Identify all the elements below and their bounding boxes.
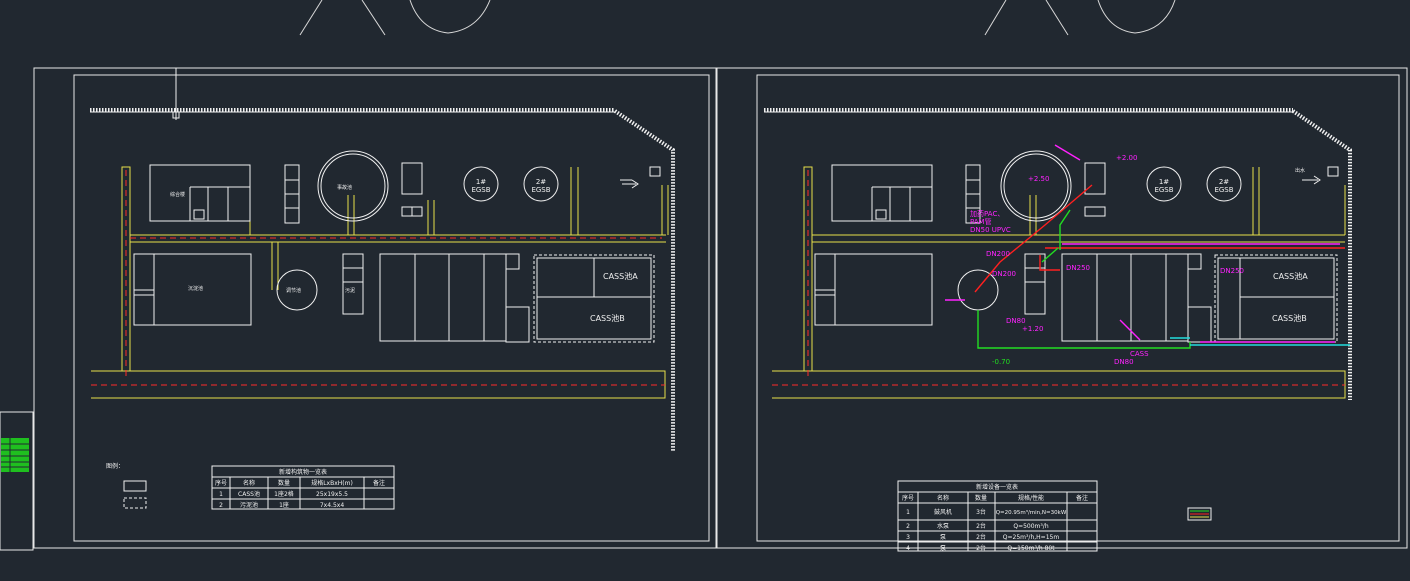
svg-text:泵: 泵	[940, 545, 946, 552]
svg-text:DN80: DN80	[1114, 358, 1134, 366]
right-equipment-table	[897, 480, 1098, 552]
svg-text:名称: 名称	[937, 494, 949, 502]
pipe-network	[945, 144, 1350, 349]
cass-a-label-right: CASS池A	[1273, 271, 1308, 281]
svg-text:备注: 备注	[1076, 494, 1088, 502]
svg-text:DN200: DN200	[992, 270, 1016, 278]
svg-text:1座2格: 1座2格	[274, 490, 294, 498]
cass-b-label-right: CASS池B	[1272, 313, 1307, 323]
left-site-plan: 综合楼 沉淀池 事故池 调节池 污泥 1#EGSB 2#EGSB CASS池A …	[90, 68, 675, 509]
svg-text:规格LxBxH(m): 规格LxBxH(m)	[311, 479, 353, 487]
svg-text:7x4.5x4: 7x4.5x4	[320, 502, 344, 509]
cass-a-label: CASS池A	[603, 271, 638, 281]
buildings-right	[814, 150, 1339, 343]
svg-text:1: 1	[219, 491, 223, 498]
building-labels: 综合楼 沉淀池 事故池 调节池 污泥	[170, 184, 355, 294]
svg-text:DN80: DN80	[1006, 317, 1026, 325]
road-centerlines	[91, 170, 665, 386]
top-title-arcs	[299, 0, 1176, 36]
svg-text:4: 4	[906, 545, 910, 552]
flow-label: 出水	[1295, 167, 1305, 174]
svg-text:2台: 2台	[976, 544, 986, 552]
svg-text:调节池: 调节池	[286, 287, 301, 294]
svg-text:1: 1	[906, 509, 910, 516]
entrance-arrow	[620, 179, 639, 189]
svg-text:备注: 备注	[373, 479, 385, 487]
svg-text:水泵: 水泵	[937, 522, 949, 530]
svg-text:名称: 名称	[243, 479, 255, 487]
svg-text:CASS池: CASS池	[238, 490, 260, 498]
entrance-arrow-right	[1302, 175, 1321, 185]
legend-dashed-box	[123, 497, 147, 509]
svg-text:1座: 1座	[279, 501, 289, 509]
svg-text:DN250: DN250	[1220, 267, 1244, 275]
svg-text:泵: 泵	[940, 534, 946, 541]
buildings	[133, 150, 661, 343]
svg-text:新增构筑物一览表: 新增构筑物一览表	[279, 468, 327, 476]
svg-text:+2.50: +2.50	[1028, 175, 1049, 183]
svg-text:序号: 序号	[215, 479, 227, 487]
cass-b-label: CASS池B	[590, 313, 625, 323]
svg-text:Q=500m³/h: Q=500m³/h	[1013, 523, 1048, 530]
svg-text:沉淀池: 沉淀池	[188, 285, 203, 292]
svg-text:鼓风机: 鼓风机	[934, 508, 952, 516]
legend-solid-box	[123, 480, 147, 492]
layer-palette	[0, 411, 34, 551]
svg-text:数量: 数量	[975, 494, 987, 502]
pipe-legend-swatch	[1187, 507, 1212, 521]
svg-text:2台: 2台	[976, 533, 986, 541]
sheet-frames	[33, 67, 1408, 549]
svg-text:Q=25m³/h,H=15m: Q=25m³/h,H=15m	[1003, 534, 1060, 541]
egsb1-label-right: 1#EGSB	[1154, 178, 1173, 194]
svg-text:2: 2	[219, 502, 223, 509]
svg-text:新增设备一览表: 新增设备一览表	[976, 483, 1018, 491]
svg-text:Q=20.95m³/min,N=30kW: Q=20.95m³/min,N=30kW	[996, 509, 1067, 516]
egsb1-label: 1#EGSB	[471, 178, 490, 194]
svg-text:事故池: 事故池	[337, 184, 352, 191]
left-structure-table	[211, 465, 395, 510]
svg-text:+1.20: +1.20	[1022, 325, 1043, 333]
svg-text:Q=150m³/h 80t: Q=150m³/h 80t	[1007, 545, 1055, 552]
svg-text:2台: 2台	[976, 522, 986, 530]
svg-text:CASS: CASS	[1130, 350, 1149, 358]
svg-text:综合楼: 综合楼	[170, 191, 185, 198]
svg-text:25x19x5.5: 25x19x5.5	[316, 491, 348, 498]
svg-text:DN200: DN200	[986, 250, 1010, 258]
svg-text:3台: 3台	[976, 508, 986, 516]
site-boundary	[90, 68, 675, 452]
elevation-m070: -0.70	[992, 358, 1010, 366]
svg-text:污泥: 污泥	[345, 287, 355, 294]
svg-text:污泥池: 污泥池	[240, 501, 258, 509]
svg-text:2: 2	[906, 523, 910, 530]
left-table-text: 新增构筑物一览表 序号 名称 数量 规格LxBxH(m) 备注 1 CASS池 …	[215, 468, 385, 509]
svg-text:规格/性能: 规格/性能	[1018, 494, 1044, 502]
svg-text:+2.00: +2.00	[1116, 154, 1137, 162]
svg-text:序号: 序号	[902, 494, 914, 502]
site-boundary-right	[764, 108, 1352, 400]
svg-text:DN250: DN250	[1066, 264, 1090, 272]
svg-text:3: 3	[906, 534, 910, 541]
road-centerlines-right	[772, 170, 1345, 386]
legend-title: 图例：	[106, 462, 124, 470]
right-table-text: 新增设备一览表 序号 名称 数量 规格/性能 备注 1 鼓风机 3台 Q=20.…	[902, 483, 1088, 552]
svg-text:数量: 数量	[278, 479, 290, 487]
egsb2-label-right: 2#EGSB	[1214, 178, 1233, 194]
egsb2-label: 2#EGSB	[531, 178, 550, 194]
